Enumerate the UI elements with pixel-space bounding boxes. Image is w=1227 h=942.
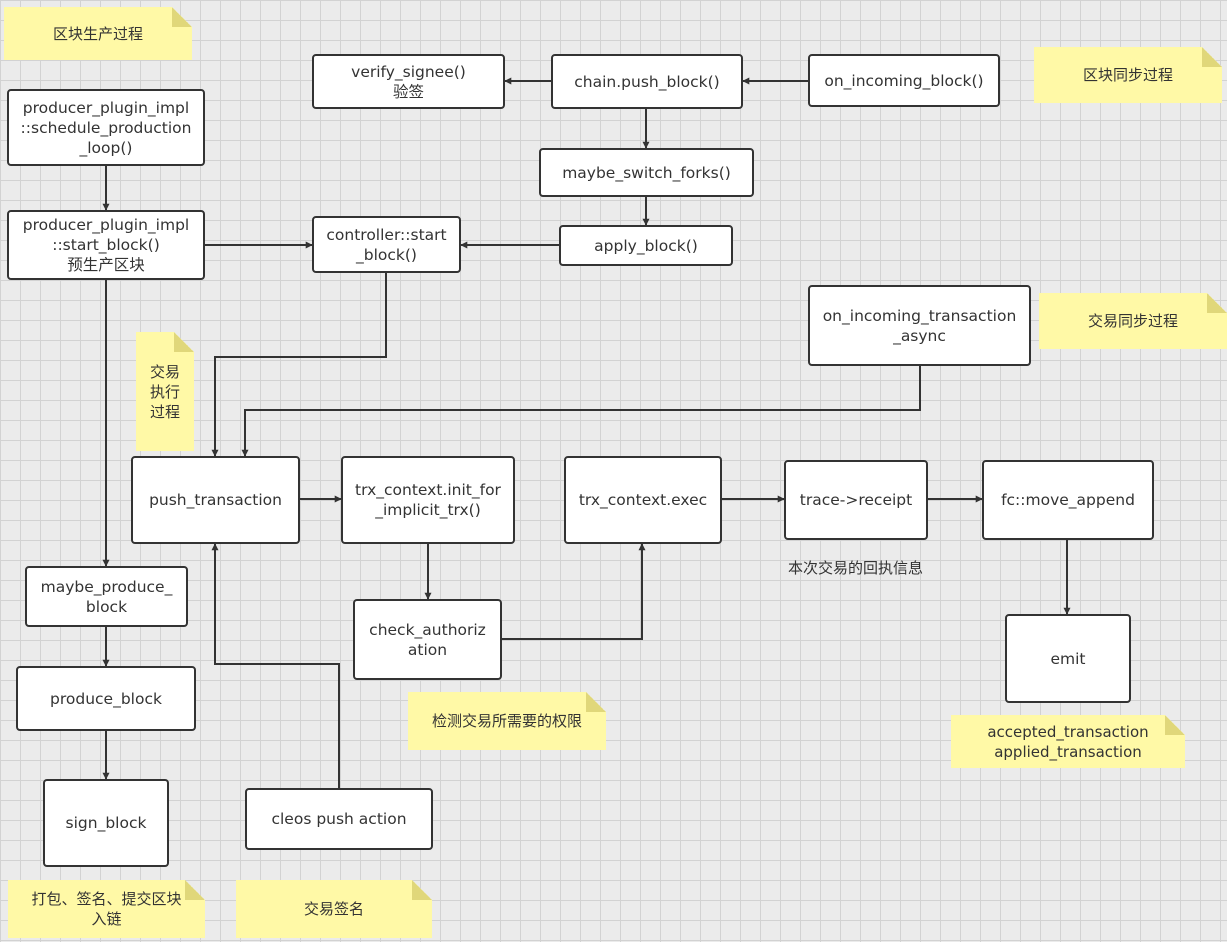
note-block-production-text: 区块生产过程 [52, 24, 143, 43]
note-emitted-signals: accepted_transaction applied_transaction [951, 715, 1185, 768]
node-check-authorization[interactable]: check_authoriz ation [353, 599, 502, 680]
node-fc-move-append[interactable]: fc::move_append [982, 460, 1154, 540]
edge-check-auth-to-trx-exec [501, 543, 646, 640]
note-block-sync-text: 区块同步过程 [1082, 66, 1173, 84]
note-emitted-signals-text: accepted_transaction applied_transaction [987, 722, 1149, 761]
note-check-permission: 检测交易所需要的权限 [408, 692, 606, 750]
node-produce-block[interactable]: produce_block [16, 666, 196, 731]
note-trx-sync-text: 交易同步过程 [1087, 312, 1178, 330]
node-on-incoming-block[interactable]: on_incoming_block() [808, 54, 1000, 107]
note-block-production: 区块生产过程 [4, 7, 192, 60]
node-trace-receipt[interactable]: trace->receipt [784, 460, 928, 540]
note-trx-signature: 交易签名 [236, 880, 432, 938]
node-controller-start-block[interactable]: controller::start _block() [312, 216, 461, 273]
note-trx-signature-text: 交易签名 [303, 900, 364, 918]
node-sign-block[interactable]: sign_block [43, 779, 169, 867]
note-pack-sign-submit-text: 打包、签名、提交区块 入链 [31, 890, 182, 928]
note-trx-exec-process: 交易 执行 过程 [136, 332, 194, 451]
node-push-transaction[interactable]: push_transaction [131, 456, 300, 544]
edge-cleos-push-to-push-transaction [211, 543, 340, 788]
node-verify-signee[interactable]: verify_signee() 验签 [312, 54, 505, 109]
note-trx-exec-process-text: 交易 执行 过程 [149, 362, 180, 421]
note-trx-sync: 交易同步过程 [1039, 293, 1227, 349]
node-cleos-push-action[interactable]: cleos push action [245, 788, 433, 850]
node-maybe-switch-forks[interactable]: maybe_switch_forks() [539, 148, 754, 197]
note-pack-sign-submit: 打包、签名、提交区块 入链 [8, 880, 205, 938]
node-maybe-produce-block[interactable]: maybe_produce_ block [25, 566, 188, 627]
edge-on-incoming-trx-to-push-transaction [241, 365, 921, 457]
node-start-block[interactable]: producer_plugin_impl ::start_block() 预生产… [7, 210, 205, 280]
node-schedule-production-loop[interactable]: producer_plugin_impl ::schedule_producti… [7, 89, 205, 166]
receipt-info-label: 本次交易的回执信息 [788, 559, 924, 577]
node-emit[interactable]: emit [1005, 614, 1131, 703]
node-init-for-implicit-trx[interactable]: trx_context.init_for _implicit_trx() [341, 456, 515, 544]
node-trx-context-exec[interactable]: trx_context.exec [564, 456, 722, 544]
node-on-incoming-transaction-async[interactable]: on_incoming_transaction _async [808, 285, 1031, 366]
note-block-sync: 区块同步过程 [1034, 47, 1222, 103]
note-check-permission-text: 检测交易所需要的权限 [431, 712, 582, 730]
node-apply-block[interactable]: apply_block() [559, 225, 733, 266]
edge-controller-start-to-push-transaction [211, 272, 387, 457]
node-chain-push-block[interactable]: chain.push_block() [551, 54, 743, 109]
